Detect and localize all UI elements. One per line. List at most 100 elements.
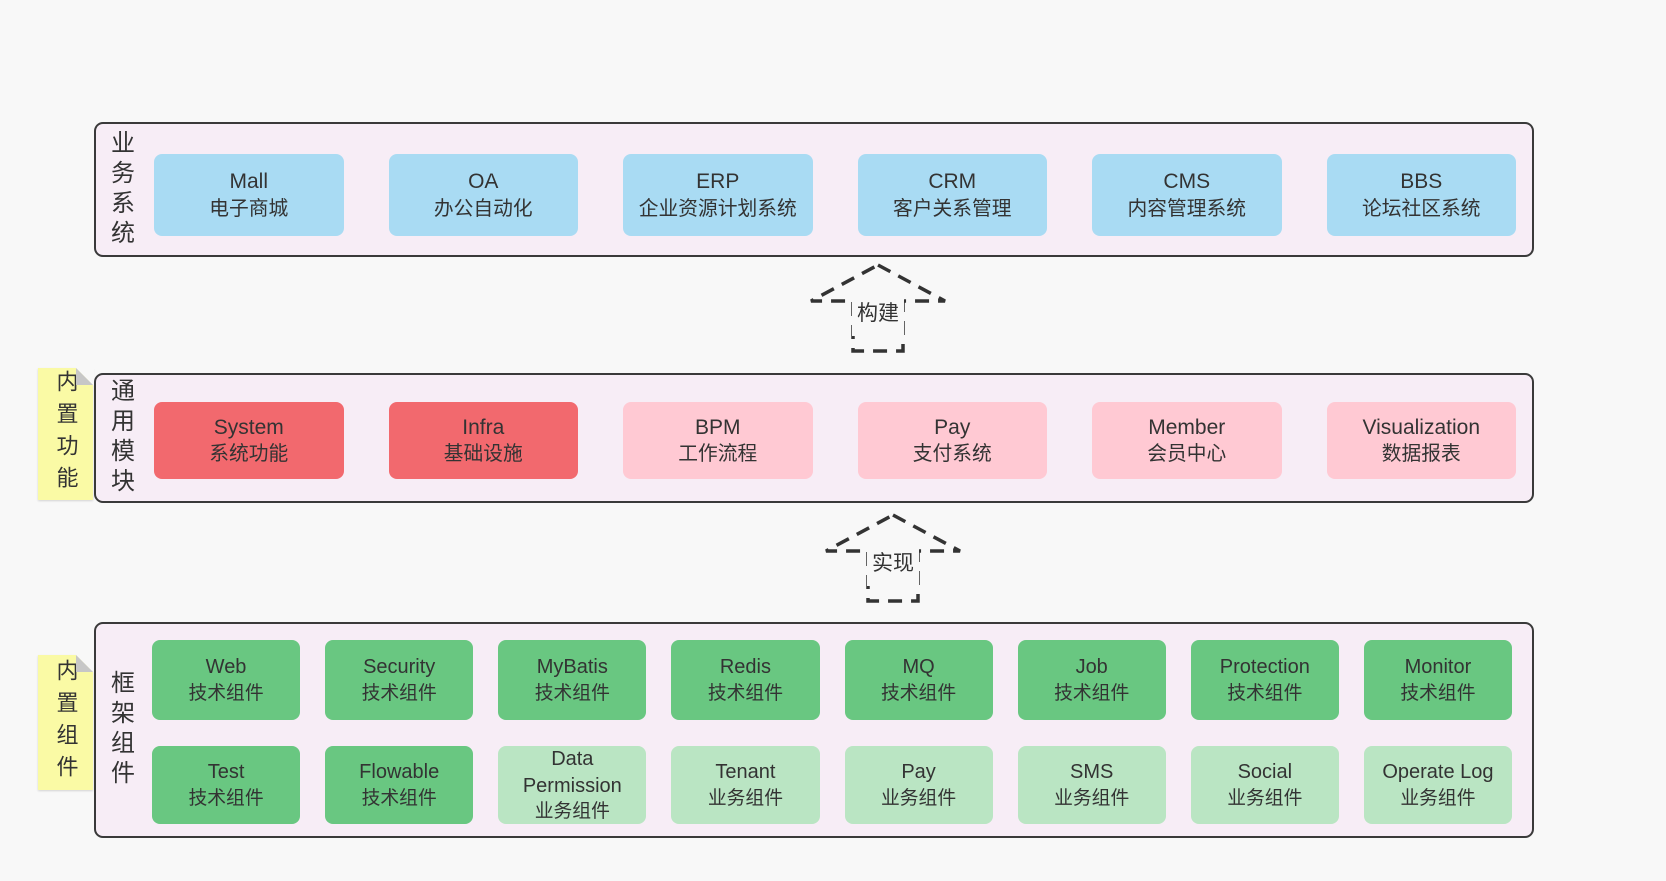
box-title: Monitor	[1404, 656, 1472, 679]
box-subtitle: 业务组件	[707, 786, 783, 808]
box-subtitle: 系统功能	[209, 443, 289, 466]
box-title: Test	[207, 761, 245, 784]
box-subtitle: 内容管理系统	[1127, 197, 1246, 220]
box-subtitle: 基础设施	[443, 443, 523, 466]
box-subtitle: 业务组件	[881, 786, 957, 808]
box-title: MyBatis	[536, 656, 608, 679]
box-title: Pay	[901, 761, 936, 784]
business-systems-band: 业务系统 Mall 电子商城 OA 办公自动化 ERP 企业资源计划系统 CRM 客户关系管理…	[94, 122, 1534, 257]
build-arrow: 构建	[808, 262, 948, 354]
visualization-box: Visualization 数据报表	[1326, 402, 1516, 479]
build-arrow-label: 构建	[852, 294, 904, 336]
box-title: BPM	[694, 415, 741, 439]
common-modules-band: 通用模块 System 系统功能 Infra 基础设施 BPM 工作流程 Pay 支付系统 Me…	[94, 373, 1534, 503]
box-subtitle: 技术组件	[188, 681, 264, 703]
box-subtitle: 技术组件	[707, 681, 783, 703]
builtin-components-sticky-text: 内置组件	[53, 658, 79, 787]
box-subtitle: 技术组件	[1400, 681, 1476, 703]
pay-box: Pay 支付系统	[857, 402, 1047, 479]
box-title: Tenant	[715, 761, 776, 784]
box-title: Visualization	[1362, 415, 1481, 439]
system-box: System 系统功能	[154, 402, 344, 479]
box-subtitle: 业务组件	[1227, 786, 1303, 808]
box-subtitle: 技术组件	[1054, 681, 1130, 703]
box-title: OA	[468, 170, 499, 194]
box-title: ERP	[696, 170, 740, 194]
box-subtitle: 业务组件	[534, 800, 610, 821]
box-title: Operate Log	[1382, 761, 1494, 784]
box-subtitle: 技术组件	[534, 681, 610, 703]
erp-box: ERP 企业资源计划系统	[623, 154, 813, 236]
box-subtitle: 技术组件	[361, 786, 437, 808]
box-subtitle: 技术组件	[1227, 681, 1303, 703]
box-subtitle: 技术组件	[881, 681, 957, 703]
box-subtitle: 论坛社区系统	[1362, 197, 1481, 220]
box-subtitle: 技术组件	[188, 786, 264, 808]
box-subtitle: 业务组件	[1400, 786, 1476, 808]
builtin-components-sticky-note: 内置组件	[38, 654, 94, 790]
box-subtitle: 支付系统	[912, 443, 992, 466]
box-subtitle: 业务组件	[1054, 786, 1130, 808]
common-modules-label: 通用模块	[106, 378, 134, 498]
oa-box: OA 办公自动化	[388, 154, 578, 236]
box-title: Pay	[934, 415, 971, 439]
box-subtitle: 办公自动化	[433, 197, 533, 220]
box-title: Mall	[229, 170, 268, 194]
box-title: Data Permission	[522, 748, 622, 797]
box-subtitle: 技术组件	[361, 681, 437, 703]
infra-box: Infra 基础设施	[388, 402, 578, 479]
builtin-features-sticky-note: 内置功能	[38, 367, 94, 500]
business-systems-label: 业务系统	[106, 129, 134, 250]
box-title: CMS	[1163, 170, 1211, 194]
box-title: BBS	[1400, 170, 1443, 194]
dashed-up-arrow-icon	[825, 513, 961, 603]
box-subtitle: 企业资源计划系统	[638, 197, 797, 220]
box-title: System	[213, 415, 284, 439]
cms-box: CMS 内容管理系统	[1092, 154, 1282, 236]
box-subtitle: 电子商城	[209, 197, 289, 220]
box-subtitle: 工作流程	[678, 443, 758, 466]
data-permission-box: Data Permission 业务组件	[498, 746, 647, 824]
bpm-box: BPM 工作流程	[623, 402, 813, 479]
mall-box: Mall 电子商城	[154, 154, 344, 236]
box-title: Security	[363, 656, 436, 679]
framework-components-label: 框架组件	[106, 670, 134, 790]
box-subtitle: 客户关系管理	[893, 197, 1012, 220]
box-subtitle: 数据报表	[1381, 443, 1461, 466]
box-title: CRM	[928, 170, 977, 194]
dashed-up-arrow-icon	[810, 263, 946, 353]
box-title: Flowable	[359, 761, 440, 784]
box-title: Member	[1148, 415, 1226, 439]
implement-arrow: 实现	[823, 512, 963, 604]
box-title: Redis	[719, 656, 771, 679]
bbs-box: BBS 论坛社区系统	[1326, 154, 1516, 236]
box-title: Infra	[462, 415, 505, 439]
box-title: Job	[1075, 656, 1108, 679]
box-title: Protection	[1219, 656, 1310, 679]
builtin-features-sticky-text: 内置功能	[53, 370, 79, 498]
business-systems-boxes: Mall 电子商城 OA 办公自动化 ERP 企业资源计划系统 CRM 客户关系管理 CMS 内容…	[154, 154, 1516, 236]
crm-box: CRM 客户关系管理	[857, 154, 1047, 236]
implement-arrow-label: 实现	[867, 544, 919, 586]
box-title: Web	[205, 656, 247, 679]
